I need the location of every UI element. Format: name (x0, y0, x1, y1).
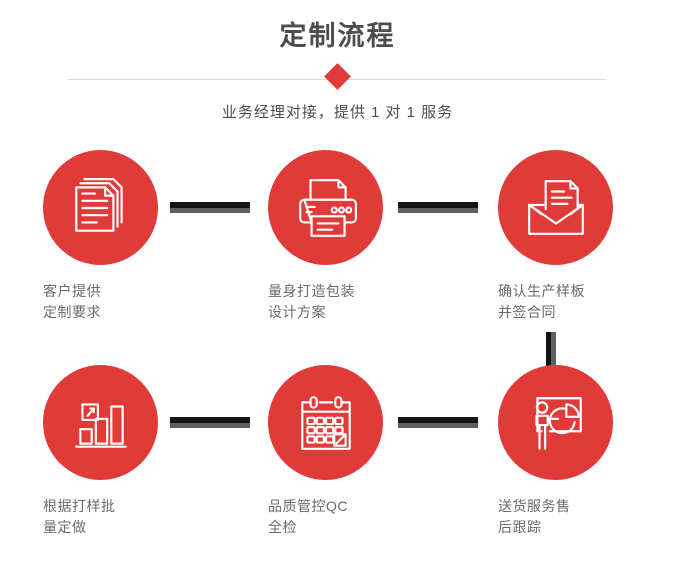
step-4-label: 根据打样批 量定做 (43, 498, 116, 535)
connector-dark-bar (546, 332, 551, 374)
step-5-circle (268, 365, 383, 480)
connector-step5-step6 (398, 417, 478, 428)
connector-light-bar (551, 332, 556, 374)
connector-light-bar (398, 423, 478, 428)
step-3-circle (498, 150, 613, 265)
process-steps: 客户提供 定制要求 (0, 150, 675, 580)
connector-light-bar (170, 423, 250, 428)
step-3[interactable]: 确认生产样板 并签合同 (485, 150, 635, 323)
step-1-label: 客户提供 定制要求 (43, 283, 101, 320)
steps-row-2: 根据打样批 量定做 (0, 365, 675, 580)
step-6[interactable]: 送货服务售 后跟踪 (485, 365, 635, 538)
step-1[interactable]: 客户提供 定制要求 (30, 150, 180, 323)
documents-icon (74, 177, 123, 232)
step-2-circle (268, 150, 383, 265)
connector-dark-bar (398, 417, 478, 423)
connector-dark-bar (170, 417, 250, 423)
step-5-label: 品质管控QC 全检 (268, 498, 348, 535)
step-2[interactable]: 量身打造包装 设计方案 (255, 150, 405, 323)
connector-light-bar (170, 208, 250, 213)
bar-chart-growth-icon (74, 402, 127, 448)
steps-row-1: 客户提供 定制要求 (0, 150, 675, 374)
step-6-label: 送货服务售 后跟踪 (498, 498, 571, 535)
step-3-label: 确认生产样板 并签合同 (498, 283, 585, 320)
connector-step4-step5 (170, 417, 250, 428)
connector-dark-bar (170, 202, 250, 208)
connector-step1-step2 (170, 202, 250, 213)
calendar-check-icon (300, 395, 351, 450)
page-subtitle: 业务经理对接，提供 1 对 1 服务 (221, 104, 454, 121)
envelope-letter-icon (527, 179, 584, 235)
step-1-circle (43, 150, 158, 265)
connector-light-bar (398, 208, 478, 213)
step-2-label: 量身打造包装 设计方案 (268, 283, 355, 320)
step-5[interactable]: 品质管控QC 全检 (255, 365, 405, 538)
step-4-circle (43, 365, 158, 480)
divider (0, 63, 675, 95)
diamond-marker-icon (324, 63, 351, 90)
page-header: 定制流程 业务经理对接，提供 1 对 1 服务 (0, 0, 675, 124)
connector-dark-bar (398, 202, 478, 208)
connector-step2-step3 (398, 202, 478, 213)
presenter-pie-chart-icon (534, 396, 582, 450)
step-4[interactable]: 根据打样批 量定做 (30, 365, 180, 538)
step-6-circle (498, 365, 613, 480)
connector-step3-step6 (546, 332, 556, 374)
page-title: 定制流程 (279, 21, 396, 51)
printer-icon (298, 178, 357, 237)
